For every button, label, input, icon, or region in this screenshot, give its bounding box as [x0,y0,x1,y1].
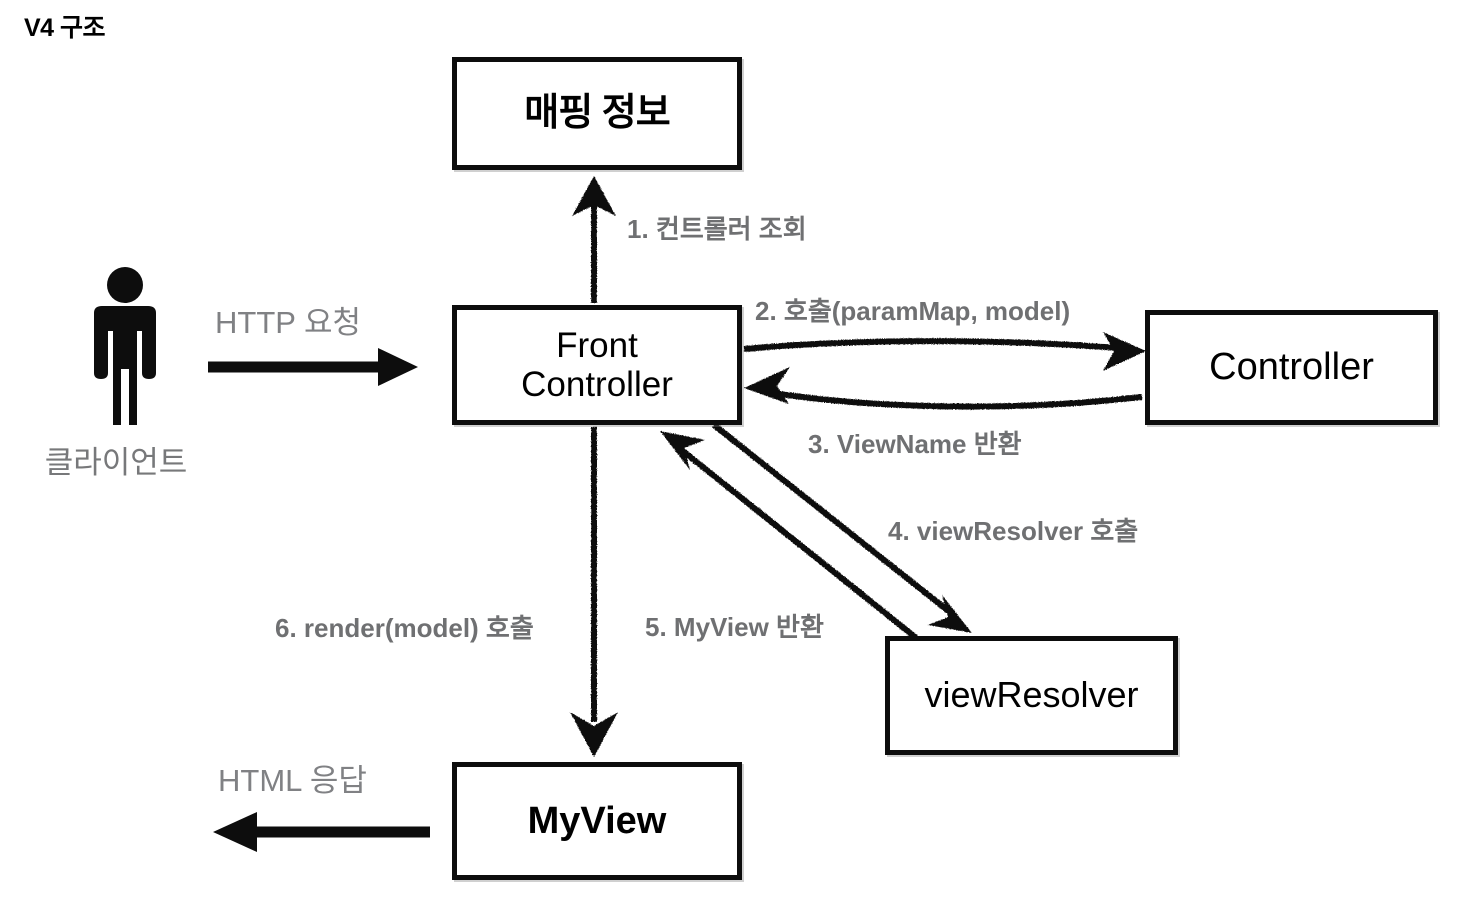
edge-label-step2: 2. 호출(paramMap, model) [755,296,1071,326]
node-front-controller[interactable]: Front Controller [452,305,742,425]
client-label: 클라이언트 [44,445,188,480]
client-person-icon [94,267,156,425]
arrow-http-request [208,348,418,386]
node-controller-label: Controller [1209,346,1374,389]
arrow-step3-return-viewname [744,367,1143,410]
node-myview[interactable]: MyView [452,762,742,880]
node-myview-label: MyView [527,799,667,842]
arrow-step1-mapping-lookup [572,176,616,303]
node-view-resolver-label: viewResolver [924,674,1139,716]
edge-label-html-response: HTML 응답 [218,763,367,798]
arrow-step2-call-controller [743,332,1146,371]
person-body [94,306,156,425]
node-view-resolver[interactable]: viewResolver [885,636,1178,755]
node-mapping-info[interactable]: 매핑 정보 [452,57,742,170]
edge-label-step3: 3. ViewName 반환 [808,429,1022,459]
node-controller[interactable]: Controller [1145,310,1438,425]
node-front-controller-label: Front Controller [521,325,673,404]
edge-label-step6: 6. render(model) 호출 [275,613,534,643]
edge-label-step5: 5. MyView 반환 [645,612,824,642]
node-mapping-info-label: 매핑 정보 [524,92,670,135]
edge-label-step1: 1. 컨트롤러 조회 [627,214,807,244]
arrow-html-response [213,812,430,852]
edge-label-step4: 4. viewResolver 호출 [888,516,1139,546]
edge-label-http-request: HTTP 요청 [215,305,362,340]
person-head [107,267,143,303]
arrow-step6-render-model [570,427,618,757]
page-title: V4 구조 [24,14,106,42]
